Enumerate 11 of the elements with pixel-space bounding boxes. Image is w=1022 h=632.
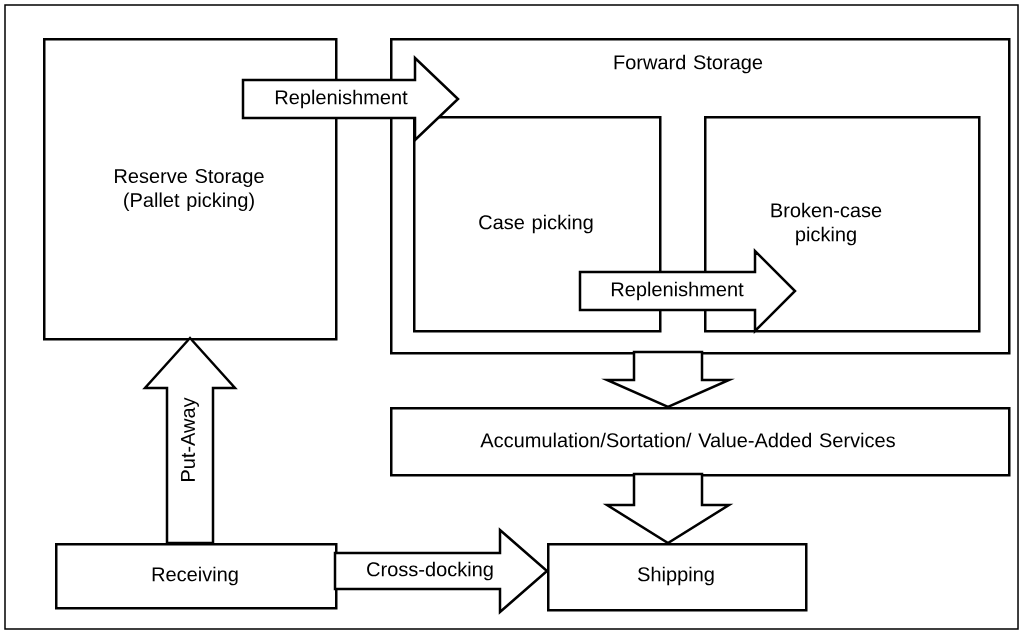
process-box: Receiving: [55, 543, 338, 610]
block-arrow: [241, 55, 460, 143]
process-box: Accumulation/Sortation/ Value-Added Services: [390, 407, 1011, 477]
process-box: Shipping: [547, 543, 808, 612]
block-arrow: [333, 527, 549, 615]
block-arrow: [578, 248, 797, 334]
edge-label: Put-Away: [181, 397, 199, 481]
block-arrow: [602, 472, 734, 545]
block-arrow: [142, 336, 238, 545]
block-arrow: [601, 350, 735, 409]
edge-label: Cross-docking: [367, 561, 493, 581]
